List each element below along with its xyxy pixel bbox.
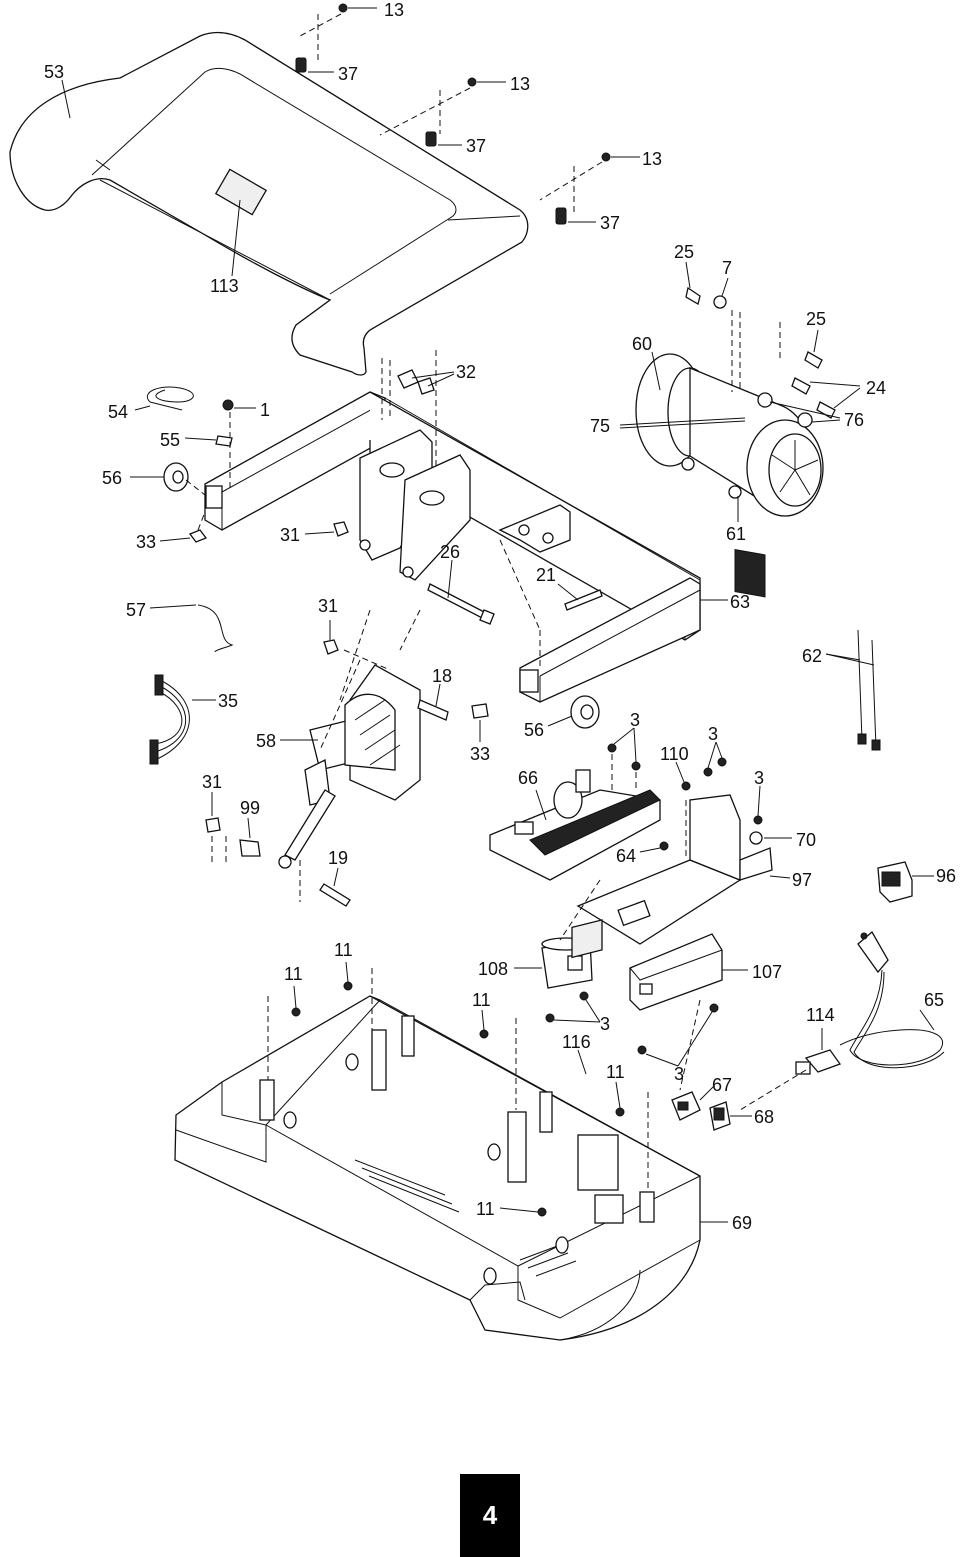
callout-11: 11 (284, 964, 303, 984)
base-screws (267, 961, 649, 1217)
ground-wire-leader (149, 604, 197, 609)
callout-108: 108 (478, 959, 508, 979)
callout-53: 53 (44, 62, 64, 82)
callout-62: 62 (802, 646, 822, 666)
callout-58: 58 (256, 731, 276, 751)
callout-67: 67 (712, 1075, 732, 1095)
wire-harness (149, 674, 216, 765)
frame (204, 391, 728, 703)
drive-motor (619, 351, 824, 598)
callout-60: 60 (632, 334, 652, 354)
callout-labels: 53 113 13 37 13 37 13 37 25 7 25 60 24 7… (44, 0, 956, 1233)
callout-37: 37 (338, 64, 358, 84)
callout-11: 11 (472, 990, 491, 1010)
incline-motor (278, 664, 421, 869)
callout-19: 19 (328, 848, 348, 868)
callout-97: 97 (792, 870, 812, 890)
callout-66: 66 (518, 768, 538, 788)
callout-11: 11 (334, 940, 353, 960)
callout-35: 35 (218, 691, 238, 711)
callout-33: 33 (136, 532, 156, 552)
callout-1: 1 (260, 400, 270, 420)
power-switch (877, 861, 934, 903)
hood-fasteners (295, 3, 640, 225)
callout-107: 107 (752, 962, 782, 982)
callout-31: 31 (318, 596, 338, 616)
callout-114: 114 (806, 1005, 835, 1025)
electronics-bracket (576, 794, 791, 945)
callout-55: 55 (160, 430, 180, 450)
hood-cover (9, 31, 529, 376)
warning-label-leader (577, 1049, 587, 1075)
label-decal (214, 168, 268, 216)
callout-37: 37 (600, 213, 620, 233)
cable-ties (825, 629, 881, 751)
callout-56: 56 (524, 720, 544, 740)
callout-13: 13 (384, 0, 404, 20)
axle-bolts (427, 559, 603, 625)
page-number: 4 (460, 1474, 520, 1557)
callout-7: 7 (722, 258, 732, 278)
callout-13: 13 (510, 74, 530, 94)
callout-96: 96 (936, 866, 956, 886)
callout-13: 13 (642, 149, 662, 169)
incline-hardware (205, 609, 600, 907)
callout-3: 3 (600, 1014, 610, 1034)
callout-99: 99 (240, 798, 260, 818)
callout-24: 24 (866, 378, 886, 398)
callout-31: 31 (202, 772, 222, 792)
callout-54: 54 (108, 402, 128, 422)
motor-fasteners (685, 261, 861, 428)
callout-33: 33 (470, 744, 490, 764)
callout-65: 65 (924, 990, 944, 1010)
base-pan (174, 995, 728, 1341)
circuit-breaker (671, 1085, 752, 1131)
callout-76: 76 (844, 410, 864, 430)
callout-31: 31 (280, 525, 300, 545)
callout-25: 25 (674, 242, 694, 262)
callout-70: 70 (796, 830, 816, 850)
callout-64: 64 (616, 846, 636, 866)
callout-3: 3 (630, 710, 640, 730)
callout-63: 63 (730, 592, 750, 612)
assembly-lines (319, 350, 807, 1111)
callout-11: 11 (476, 1199, 495, 1219)
callout-110: 110 (660, 744, 689, 764)
callout-61: 61 (726, 524, 746, 544)
callout-3: 3 (708, 724, 718, 744)
frame-left-hardware (130, 386, 349, 543)
callout-18: 18 (432, 666, 452, 686)
capacitor-large (629, 933, 748, 1067)
callout-69: 69 (732, 1213, 752, 1233)
ground-wire (197, 604, 234, 653)
callout-57: 57 (126, 600, 146, 620)
callout-116: 116 (562, 1032, 591, 1052)
callout-11: 11 (606, 1062, 625, 1082)
callout-3: 3 (674, 1064, 684, 1084)
callout-37: 37 (466, 136, 486, 156)
callout-113: 113 (210, 276, 239, 296)
callout-75: 75 (590, 416, 610, 436)
callout-26: 26 (440, 542, 460, 562)
callout-21: 21 (536, 565, 556, 585)
callout-68: 68 (754, 1107, 774, 1127)
callout-3: 3 (754, 768, 764, 788)
callout-56: 56 (102, 468, 122, 488)
callout-25: 25 (806, 309, 826, 329)
callout-32: 32 (456, 362, 476, 382)
controller-board (489, 727, 792, 881)
power-cord (795, 930, 945, 1075)
warning-label (571, 919, 603, 959)
